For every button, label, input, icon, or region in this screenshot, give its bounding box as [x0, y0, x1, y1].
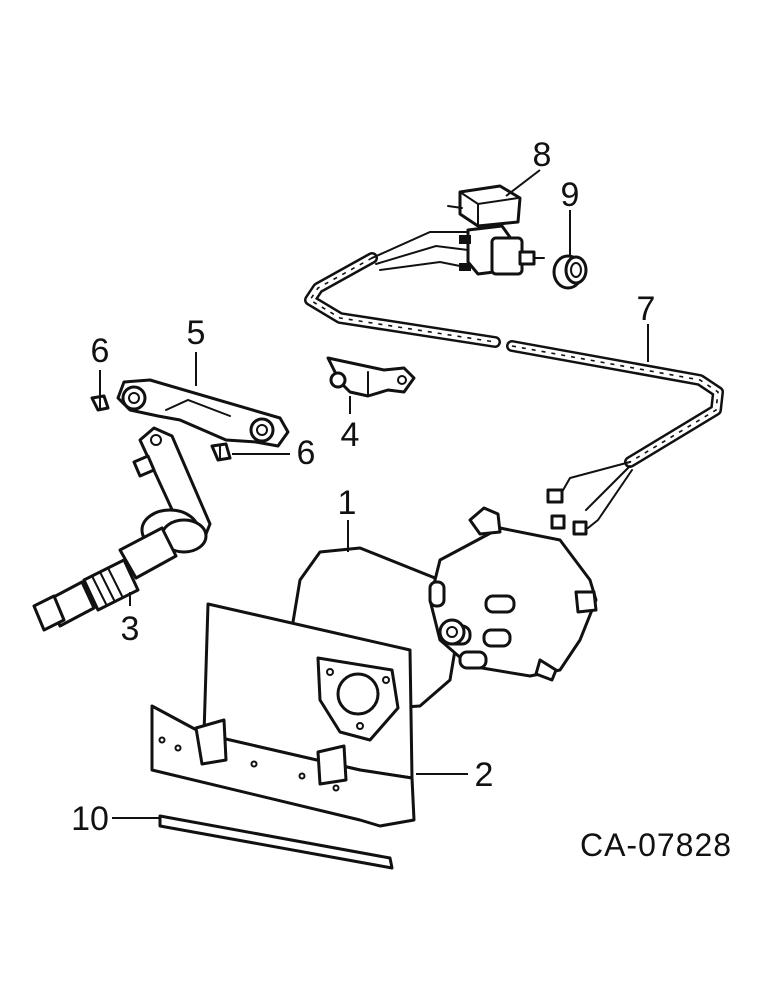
- crank-shaft-assembly: [32, 426, 212, 632]
- reference-code: CA-07828: [580, 827, 732, 863]
- switch-assembly: [447, 184, 545, 276]
- callout-6-upper: 6: [91, 332, 110, 370]
- callout-labels: 1 2 3 4 5 6 6 7 8 9 10: [71, 136, 655, 838]
- terminal-connector: [572, 520, 588, 536]
- terminal-connector: [546, 488, 564, 504]
- leader-lines: [99, 169, 649, 819]
- callout-9: 9: [561, 176, 580, 214]
- callout-4: 4: [341, 416, 360, 454]
- switch-knob: [552, 254, 588, 290]
- callout-2: 2: [475, 756, 494, 794]
- retaining-clip: [210, 442, 232, 462]
- callout-5: 5: [187, 314, 206, 352]
- callout-8: 8: [533, 136, 552, 174]
- callout-6-lower: 6: [297, 434, 316, 472]
- mounting-bracket: [326, 356, 416, 398]
- callout-10: 10: [71, 800, 109, 838]
- wiper-motor: [288, 506, 598, 712]
- gasket-strip: [158, 814, 394, 870]
- retaining-clip: [90, 394, 110, 412]
- callout-1: 1: [338, 484, 357, 522]
- wiring-harness: [304, 231, 724, 536]
- mounting-plate: [150, 602, 416, 828]
- terminal-connector: [550, 514, 566, 530]
- callout-7: 7: [637, 290, 656, 328]
- callout-3: 3: [121, 610, 140, 648]
- link-plate: [116, 378, 290, 448]
